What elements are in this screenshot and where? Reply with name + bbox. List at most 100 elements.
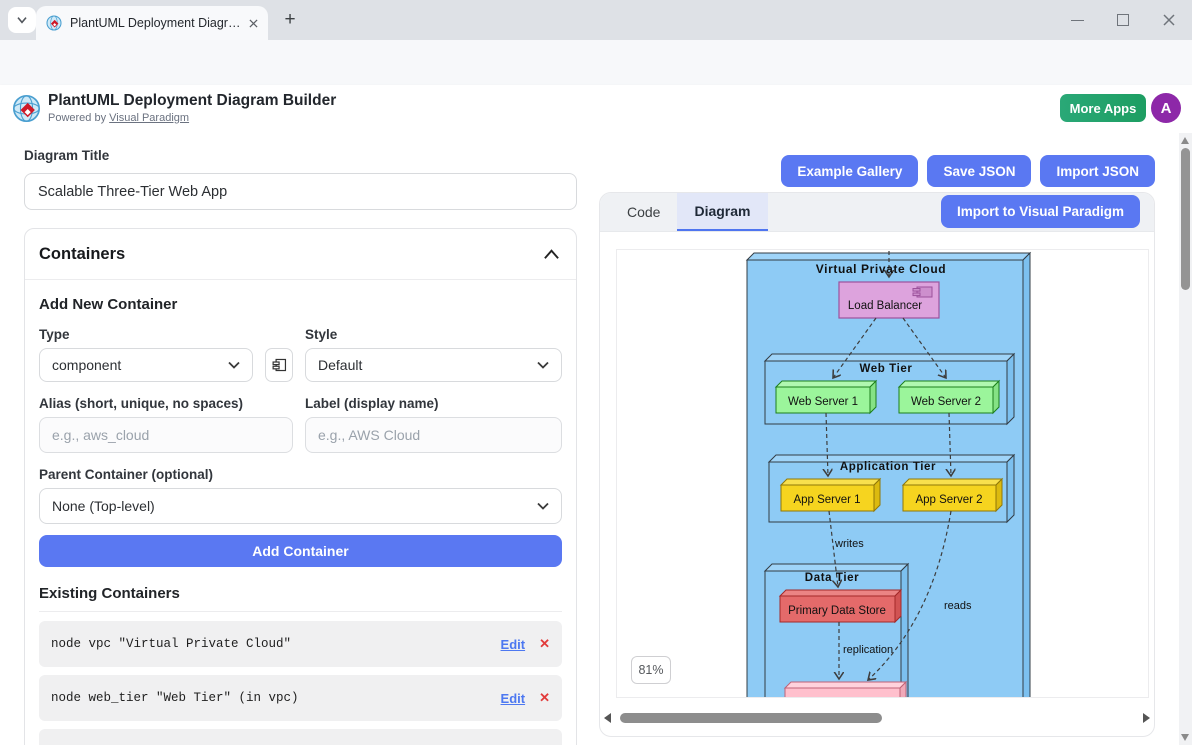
- vpc-title-label: Virtual Private Cloud: [816, 262, 946, 276]
- data-tier-label: Data Tier: [805, 572, 859, 584]
- dependency-edge: [949, 412, 951, 476]
- browser-tab-strip: PlantUML Deployment Diagram +: [0, 0, 1192, 40]
- style-label: Style: [305, 327, 338, 342]
- add-container-button[interactable]: Add Container: [39, 535, 562, 567]
- horizontal-scrollbar[interactable]: [604, 709, 1150, 727]
- load-balancer-node: Load Balancer: [838, 281, 940, 319]
- tab-search-button[interactable]: [8, 7, 36, 33]
- minimize-icon: [1070, 19, 1084, 21]
- chevron-down-icon: [17, 17, 27, 24]
- app-server-1-node: [779, 477, 882, 513]
- existing-containers-heading: Existing Containers: [39, 585, 180, 602]
- container-row: node vpc "Virtual Private Cloud" Edit ✕: [39, 621, 562, 667]
- app-logo: [12, 94, 41, 123]
- container-row: node app_tier "Application Tier" (in vpc…: [39, 729, 562, 745]
- scroll-down-icon[interactable]: [1181, 734, 1189, 741]
- dependency-edge: [828, 510, 838, 587]
- tab-code[interactable]: Code: [627, 204, 661, 220]
- style-select[interactable]: Default: [305, 348, 562, 382]
- close-icon: [1163, 14, 1175, 26]
- component-icon: [912, 286, 933, 298]
- user-avatar[interactable]: A: [1151, 93, 1181, 123]
- example-gallery-button[interactable]: Example Gallery: [781, 155, 919, 187]
- parent-container-label: Parent Container (optional): [39, 467, 214, 482]
- tab-diagram[interactable]: Diagram: [677, 193, 768, 231]
- scroll-up-icon[interactable]: [1181, 137, 1189, 144]
- dependency-edge: [902, 317, 946, 378]
- window-controls: [1054, 0, 1192, 40]
- tab-title: PlantUML Deployment Diagram: [70, 16, 241, 30]
- reads-edge-label: reads: [944, 600, 972, 612]
- web-server-2-label: Web Server 2: [911, 396, 981, 408]
- web-server-1-label: Web Server 1: [788, 396, 858, 408]
- diagram-title-input[interactable]: [24, 173, 577, 210]
- visual-paradigm-favicon: [46, 15, 62, 31]
- zoom-level-badge: 81%: [631, 656, 671, 684]
- chevron-up-icon[interactable]: [543, 248, 560, 261]
- top-action-buttons: Example Gallery Save JSON Import JSON: [599, 155, 1155, 187]
- preview-panel: Code Diagram Import to Visual Paradigm L…: [599, 192, 1155, 737]
- primary-store-label: Primary Data Store: [788, 605, 886, 617]
- type-select[interactable]: component: [39, 348, 253, 382]
- dependency-edge: [826, 412, 828, 476]
- scroll-left-icon[interactable]: [604, 713, 611, 723]
- app-server-2-node: [901, 477, 1004, 513]
- label-input[interactable]: [305, 417, 562, 453]
- close-button[interactable]: [1146, 0, 1192, 40]
- tab-close-icon[interactable]: [249, 18, 258, 28]
- containers-section-title: Containers: [39, 244, 126, 263]
- label-label: Label (display name): [305, 396, 439, 411]
- maximize-icon: [1117, 14, 1129, 26]
- import-to-visual-paradigm-button[interactable]: Import to Visual Paradigm: [940, 195, 1140, 228]
- replication-edge-label: replication: [843, 644, 893, 656]
- alias-input[interactable]: [39, 417, 293, 453]
- divider: [39, 611, 562, 612]
- load-balancer-label: Load Balancer: [848, 300, 922, 312]
- deployment-diagram: Load Balancer writes replication reads Virtu…: [745, 251, 1032, 697]
- app-server-1-label: App Server 1: [793, 494, 860, 506]
- edit-link[interactable]: Edit: [500, 636, 526, 652]
- delete-container-icon[interactable]: ✕: [539, 690, 550, 705]
- maximize-button[interactable]: [1100, 0, 1146, 40]
- alias-label: Alias (short, unique, no spaces): [39, 396, 244, 411]
- scroll-right-icon[interactable]: [1143, 713, 1150, 723]
- diagram-canvas[interactable]: Load Balancer writes replication reads Virtu…: [616, 249, 1149, 698]
- edit-link[interactable]: Edit: [500, 690, 526, 706]
- web-tier-label: Web Tier: [860, 363, 913, 375]
- replica-data-store-node: [783, 680, 908, 697]
- horizontal-scroll-thumb[interactable]: [620, 713, 882, 723]
- page-scroll-thumb[interactable]: [1181, 148, 1190, 290]
- app-tier-label: Application Tier: [840, 461, 936, 473]
- app-title: PlantUML Deployment Diagram Builder: [48, 92, 337, 109]
- save-json-button[interactable]: Save JSON: [927, 155, 1032, 187]
- minimize-button[interactable]: [1054, 0, 1100, 40]
- preview-tabs: Code Diagram Import to Visual Paradigm: [600, 193, 1154, 232]
- containers-card-header[interactable]: Containers: [25, 229, 576, 280]
- browser-tab[interactable]: PlantUML Deployment Diagram: [36, 6, 268, 40]
- dependency-edge: [868, 510, 952, 680]
- diagram-title-label: Diagram Title: [24, 148, 110, 163]
- delete-container-icon[interactable]: ✕: [539, 636, 550, 651]
- page-content: Diagram Title Containers Add New Contain…: [0, 133, 1192, 745]
- more-apps-button[interactable]: More Apps: [1060, 94, 1146, 122]
- app-server-2-label: App Server 2: [915, 494, 982, 506]
- visual-paradigm-link[interactable]: Visual Paradigm: [109, 112, 190, 124]
- new-tab-button[interactable]: +: [284, 9, 296, 30]
- chevron-down-icon: [228, 361, 240, 369]
- page-scrollbar[interactable]: [1179, 133, 1192, 745]
- writes-edge-label: writes: [834, 538, 864, 550]
- app-header: PlantUML Deployment Diagram Builder Powe…: [0, 85, 1192, 134]
- type-label: Type: [39, 327, 70, 342]
- powered-by: Powered by Visual Paradigm: [48, 112, 190, 124]
- web-server-1-node: [774, 379, 878, 415]
- parent-container-select[interactable]: None (Top-level): [39, 488, 562, 524]
- dependency-edge: [833, 317, 877, 378]
- container-code: node web_tier "Web Tier" (in vpc): [51, 691, 299, 705]
- import-json-button[interactable]: Import JSON: [1040, 155, 1155, 187]
- primary-data-store-node: [778, 588, 903, 624]
- uml-component-icon: [272, 358, 286, 372]
- container-code: node vpc "Virtual Private Cloud": [51, 637, 292, 651]
- add-container-heading: Add New Container: [39, 296, 178, 313]
- component-type-icon-button[interactable]: [265, 348, 293, 382]
